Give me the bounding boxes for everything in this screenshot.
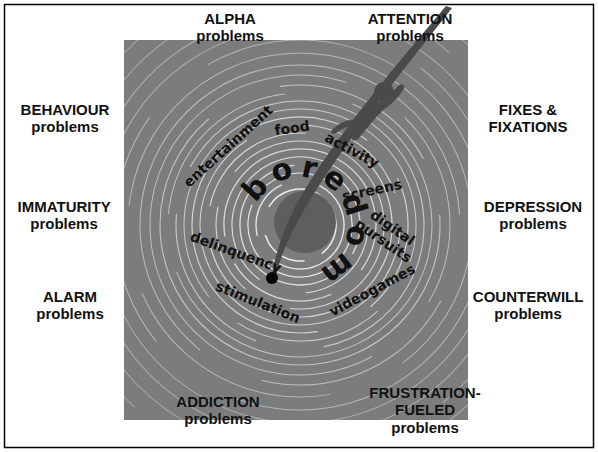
problem-label: ADDICTION problems [176,393,259,428]
outer-frame [5,5,594,448]
problem-label: ALARM problems [36,288,104,323]
problem-label: BEHAVIOUR problems [21,101,110,136]
problem-label: FRUSTRATION-FUELED problems [369,384,480,436]
problem-label: ATTENTION problems [368,10,453,45]
problem-label: COUNTERWILL problems [473,288,583,323]
problem-label: IMMATURITY problems [18,198,111,233]
sliding-figure [331,82,404,141]
problem-label: DEPRESSION problems [484,198,582,233]
swirl-lines [124,40,468,420]
problem-label: FIXES & FIXATIONS [489,101,568,136]
problem-label: ALPHA problems [196,10,264,45]
